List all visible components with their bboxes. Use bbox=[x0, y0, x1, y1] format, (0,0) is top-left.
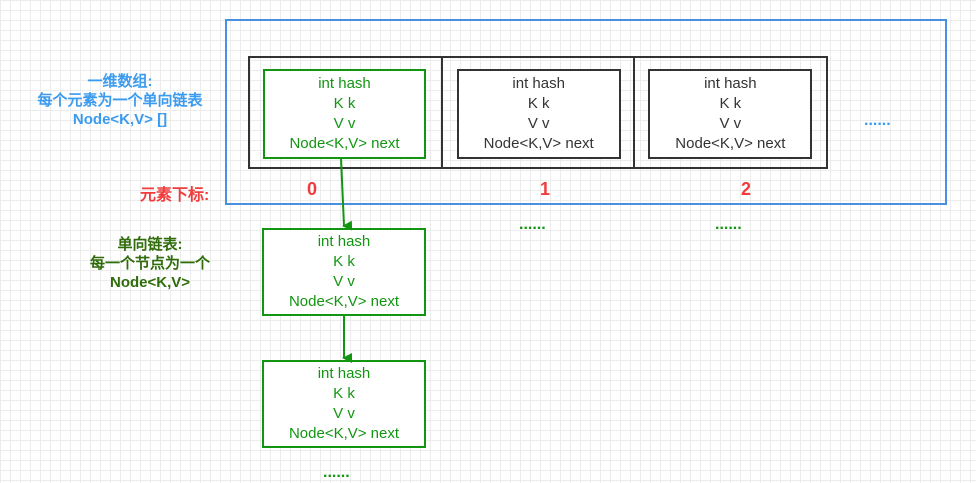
field-value: V v bbox=[719, 115, 742, 132]
field-hash: int hash bbox=[317, 365, 371, 382]
field-hash: int hash bbox=[512, 75, 565, 92]
field-value: V v bbox=[333, 115, 356, 132]
field-key: K k bbox=[333, 385, 355, 402]
array-cell-0: int hash K k V v Node<K,V> next bbox=[250, 58, 443, 167]
list-title: 单向链表: bbox=[117, 236, 183, 253]
array-cell-2: int hash K k V v Node<K,V> next bbox=[635, 58, 826, 167]
array-node-0: int hash K k V v Node<K,V> next bbox=[263, 69, 426, 159]
field-key: K k bbox=[333, 253, 355, 270]
field-value: V v bbox=[333, 273, 355, 290]
array-title: 一维数组: bbox=[87, 73, 153, 90]
field-next: Node<K,V> next bbox=[675, 135, 786, 152]
array-container bbox=[225, 19, 947, 205]
bucket-2-ellipsis: ...... bbox=[715, 216, 742, 233]
index-1: 1 bbox=[539, 179, 550, 199]
array-subtitle: 每个元素为一个单向链表 bbox=[37, 92, 203, 109]
list-type: Node<K,V> bbox=[109, 274, 191, 291]
field-next: Node<K,V> next bbox=[288, 425, 400, 442]
index-0: 0 bbox=[306, 179, 317, 199]
field-key: K k bbox=[719, 95, 742, 112]
field-value: V v bbox=[527, 115, 550, 132]
bucket-1-ellipsis: ...... bbox=[519, 216, 546, 233]
list-node-2: int hash K k V v Node<K,V> next bbox=[262, 360, 426, 448]
array-type: Node<K,V> [] bbox=[72, 111, 168, 128]
field-value: V v bbox=[333, 405, 355, 422]
array-node-2: int hash K k V v Node<K,V> next bbox=[648, 69, 813, 159]
index-label: 元素下标: bbox=[140, 187, 210, 204]
field-hash: int hash bbox=[318, 75, 371, 92]
field-next: Node<K,V> next bbox=[289, 135, 400, 152]
field-key: K k bbox=[333, 95, 356, 112]
array-more-ellipsis: ...... bbox=[864, 112, 891, 129]
field-key: K k bbox=[527, 95, 550, 112]
array-description: 一维数组: 每个元素为一个单向链表 Node<K,V> [] bbox=[20, 72, 220, 129]
list-description: 单向链表: 每一个节点为一个 Node<K,V> bbox=[60, 235, 240, 292]
field-next: Node<K,V> next bbox=[483, 135, 594, 152]
list-node-1: int hash K k V v Node<K,V> next bbox=[262, 228, 426, 316]
array-node-1: int hash K k V v Node<K,V> next bbox=[456, 69, 621, 159]
field-hash: int hash bbox=[317, 233, 371, 250]
array-cell-1: int hash K k V v Node<K,V> next bbox=[443, 58, 636, 167]
field-hash: int hash bbox=[704, 75, 757, 92]
list-subtitle: 每一个节点为一个 bbox=[89, 255, 210, 272]
index-2: 2 bbox=[740, 179, 751, 199]
field-next: Node<K,V> next bbox=[288, 293, 400, 310]
array-cells: int hash K k V v Node<K,V> next int hash… bbox=[248, 56, 828, 169]
list-more-ellipsis: ...... bbox=[323, 464, 350, 481]
